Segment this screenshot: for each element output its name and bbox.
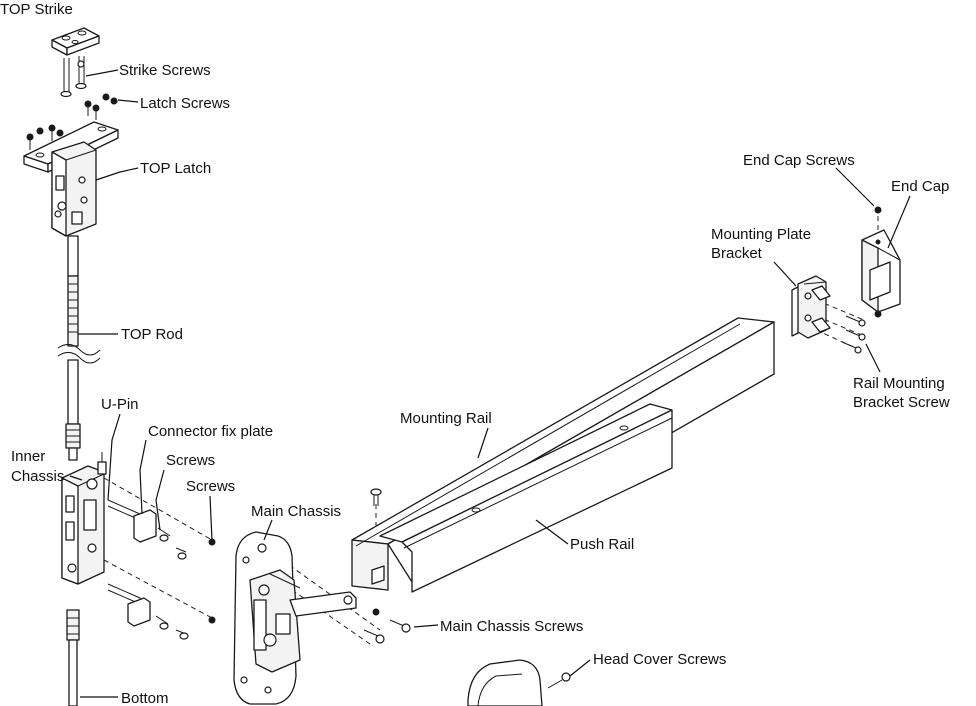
label-screws-2: Screws: [186, 478, 235, 495]
label-inner-chassis-line2: Chassis: [11, 468, 64, 485]
label-push-rail: Push Rail: [570, 536, 634, 553]
label-mounting-rail: Mounting Rail: [400, 410, 492, 427]
leader-lines: [69, 69, 911, 698]
mounting-plate-bracket-part: [791, 275, 831, 339]
rail-top-screw: [370, 488, 382, 506]
main-chassis-screws-part: [363, 608, 411, 644]
label-screws-1: Screws: [166, 452, 215, 469]
top-strike-part: [51, 27, 100, 56]
end-cap-screws-part: [874, 206, 882, 318]
bottom-rod-part: [66, 609, 80, 706]
inner-chassis-part: [61, 452, 107, 585]
label-end-cap-screws: End Cap Screws: [743, 152, 855, 169]
head-cover-part: [467, 659, 543, 706]
label-head-cover-screws: Head Cover Screws: [593, 651, 726, 668]
label-main-chassis: Main Chassis: [251, 503, 341, 520]
label-connector-fix-plate: Connector fix plate: [148, 423, 273, 440]
top-latch-part: [23, 121, 119, 237]
end-cap-part: [861, 229, 901, 313]
label-top-latch: TOP Latch: [140, 160, 211, 177]
label-top-strike: TOP Strike: [0, 1, 73, 18]
label-latch-screws: Latch Screws: [140, 95, 230, 112]
label-mounting-plate-bracket-line1: Mounting Plate: [711, 226, 811, 243]
label-rail-mounting-bracket-screw-line1: Rail Mounting: [853, 375, 945, 392]
top-rod-part: [57, 235, 101, 461]
label-bottom: Bottom: [121, 690, 169, 706]
rail-mounting-bracket-screws-part: [841, 315, 866, 354]
latch-screws-part: [26, 93, 118, 150]
label-end-cap: End Cap: [891, 178, 949, 195]
strike-screws-part: [60, 56, 87, 98]
label-u-pin: U-Pin: [101, 396, 139, 413]
label-main-chassis-screws: Main Chassis Screws: [440, 618, 583, 635]
label-rail-mounting-bracket-screw-line2: Bracket Screw: [853, 394, 950, 411]
label-top-rod: TOP Rod: [121, 326, 183, 343]
connector-fix-plate-part: [127, 509, 157, 627]
label-inner-chassis-line1: Inner: [11, 448, 45, 465]
head-cover-screws-part: [547, 672, 571, 689]
connector-screws-part: [155, 527, 216, 640]
label-strike-screws: Strike Screws: [119, 62, 211, 79]
main-chassis-part: [233, 531, 357, 705]
label-mounting-plate-bracket-line2: Bracket: [711, 245, 763, 262]
push-rail-part: [379, 403, 673, 593]
